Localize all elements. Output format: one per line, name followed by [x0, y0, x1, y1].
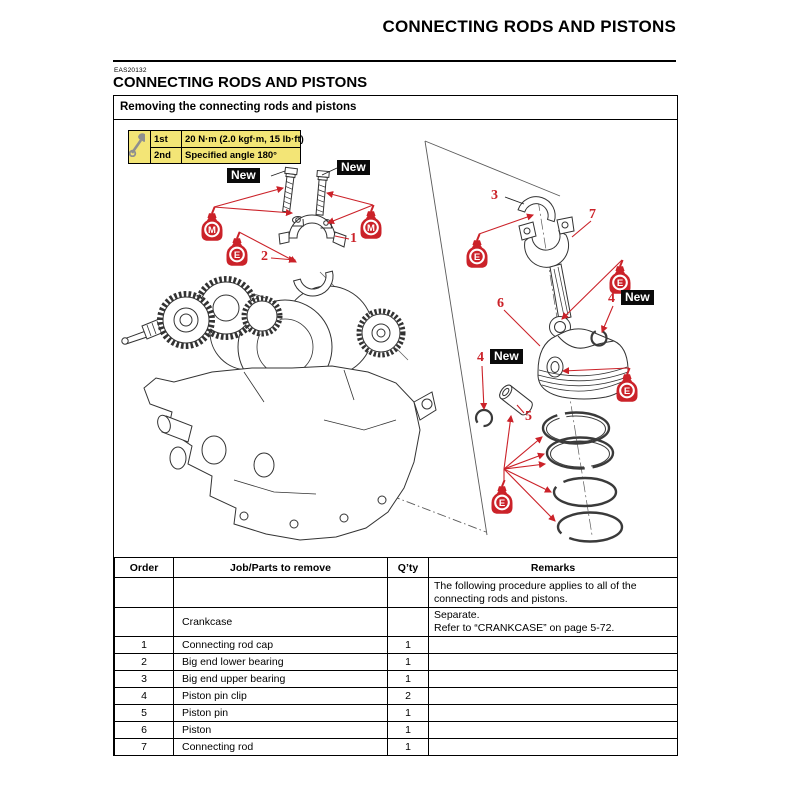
- torque-spec-box: 1st 20 N·m (2.0 kgf·m, 15 lb·ft) 2nd Spe…: [128, 130, 304, 164]
- piston: [537, 328, 629, 400]
- connecting-rod-bolts: [282, 166, 330, 216]
- new-part-label: New: [621, 290, 654, 305]
- callout-3: 3: [491, 188, 498, 203]
- big-end-upper-bearing: [517, 196, 556, 223]
- callout-1: 1: [350, 231, 357, 246]
- callout-7: 7: [589, 207, 596, 222]
- torque-step-2: 2nd: [150, 147, 181, 163]
- callout-4: 4: [477, 350, 484, 365]
- new-part-label: New: [490, 349, 523, 364]
- svg-text:E: E: [234, 250, 240, 261]
- table-row: 6 Piston 1: [114, 720, 678, 739]
- new-part-label: New: [337, 160, 370, 175]
- torque-value-2: Specified angle 180°: [181, 147, 300, 163]
- torque-step-1: 1st: [150, 131, 181, 147]
- label-leader-lines: [270, 167, 525, 205]
- piston-rings: [541, 411, 624, 543]
- torque-value-1: 20 N·m (2.0 kgf·m, 15 lb·ft): [181, 131, 304, 147]
- oil-arrows: [213, 186, 630, 522]
- svg-text:M: M: [208, 225, 216, 236]
- svg-text:E: E: [474, 252, 480, 263]
- svg-text:E: E: [499, 498, 505, 509]
- oil-bottle-engine-icon: E: [465, 232, 489, 269]
- piston-pin-clip-icon: [590, 329, 608, 347]
- section-code: EAS20132: [114, 67, 147, 74]
- table-row: 4 Piston pin clip 2: [114, 686, 678, 705]
- table-row: The following procedure applies to all o…: [114, 577, 678, 608]
- oil-bottle-molybdenum-icon: M: [359, 203, 383, 240]
- table-row: 1 Connecting rod cap 1: [114, 635, 678, 654]
- wrench-icon: [129, 131, 150, 163]
- page-header-title: CONNECTING RODS AND PISTONS: [382, 17, 676, 36]
- table-row: 2 Big end lower bearing 1: [114, 652, 678, 671]
- table-row: 5 Piston pin 1: [114, 703, 678, 722]
- svg-text:E: E: [624, 386, 630, 397]
- figure-box: Removing the connecting rods and pistons: [113, 95, 678, 756]
- figure-caption: Removing the connecting rods and pistons: [114, 96, 677, 120]
- col-header-order: Order: [114, 557, 174, 578]
- table-row: 7 Connecting rod 1: [114, 737, 678, 756]
- callout-2: 2: [261, 249, 268, 264]
- table-header-row: Order Job/Parts to remove Q’ty Remarks: [114, 557, 678, 578]
- callout-5: 5: [525, 409, 532, 424]
- svg-text:E: E: [617, 278, 623, 289]
- exploded-diagram: M M E E E: [114, 120, 676, 557]
- header-rule: [113, 60, 676, 62]
- col-header-job: Job/Parts to remove: [173, 557, 388, 578]
- col-header-remarks: Remarks: [428, 557, 678, 578]
- callout-4: 4: [608, 291, 615, 306]
- big-end-lower-bearing: [292, 270, 334, 297]
- oil-bottle-engine-icon: E: [615, 366, 639, 403]
- new-part-label: New: [227, 168, 260, 183]
- piston-pin: [499, 384, 533, 416]
- table-row: 3 Big end upper bearing 1: [114, 669, 678, 688]
- col-header-qty: Q’ty: [387, 557, 429, 578]
- crankcase-illustration: [121, 276, 437, 541]
- section-title: CONNECTING RODS AND PISTONS: [113, 74, 368, 91]
- connecting-rod: [518, 216, 575, 338]
- connecting-rod-cap: [278, 214, 347, 248]
- svg-text:M: M: [367, 223, 375, 234]
- parts-table: Order Job/Parts to remove Q’ty Remarks T…: [114, 557, 678, 756]
- piston-pin-clip-icon: [474, 408, 494, 428]
- callout-6: 6: [497, 296, 504, 311]
- oil-bottle-engine-icon: E: [490, 478, 514, 515]
- table-row: Crankcase Separate. Refer to “CRANKCASE”…: [114, 607, 678, 637]
- oil-bottle-engine-icon: E: [225, 230, 249, 267]
- oil-bottle-engine-icon: E: [608, 258, 632, 295]
- oil-bottle-molybdenum-icon: M: [200, 205, 224, 242]
- diagram-art: M M E E E: [121, 140, 639, 543]
